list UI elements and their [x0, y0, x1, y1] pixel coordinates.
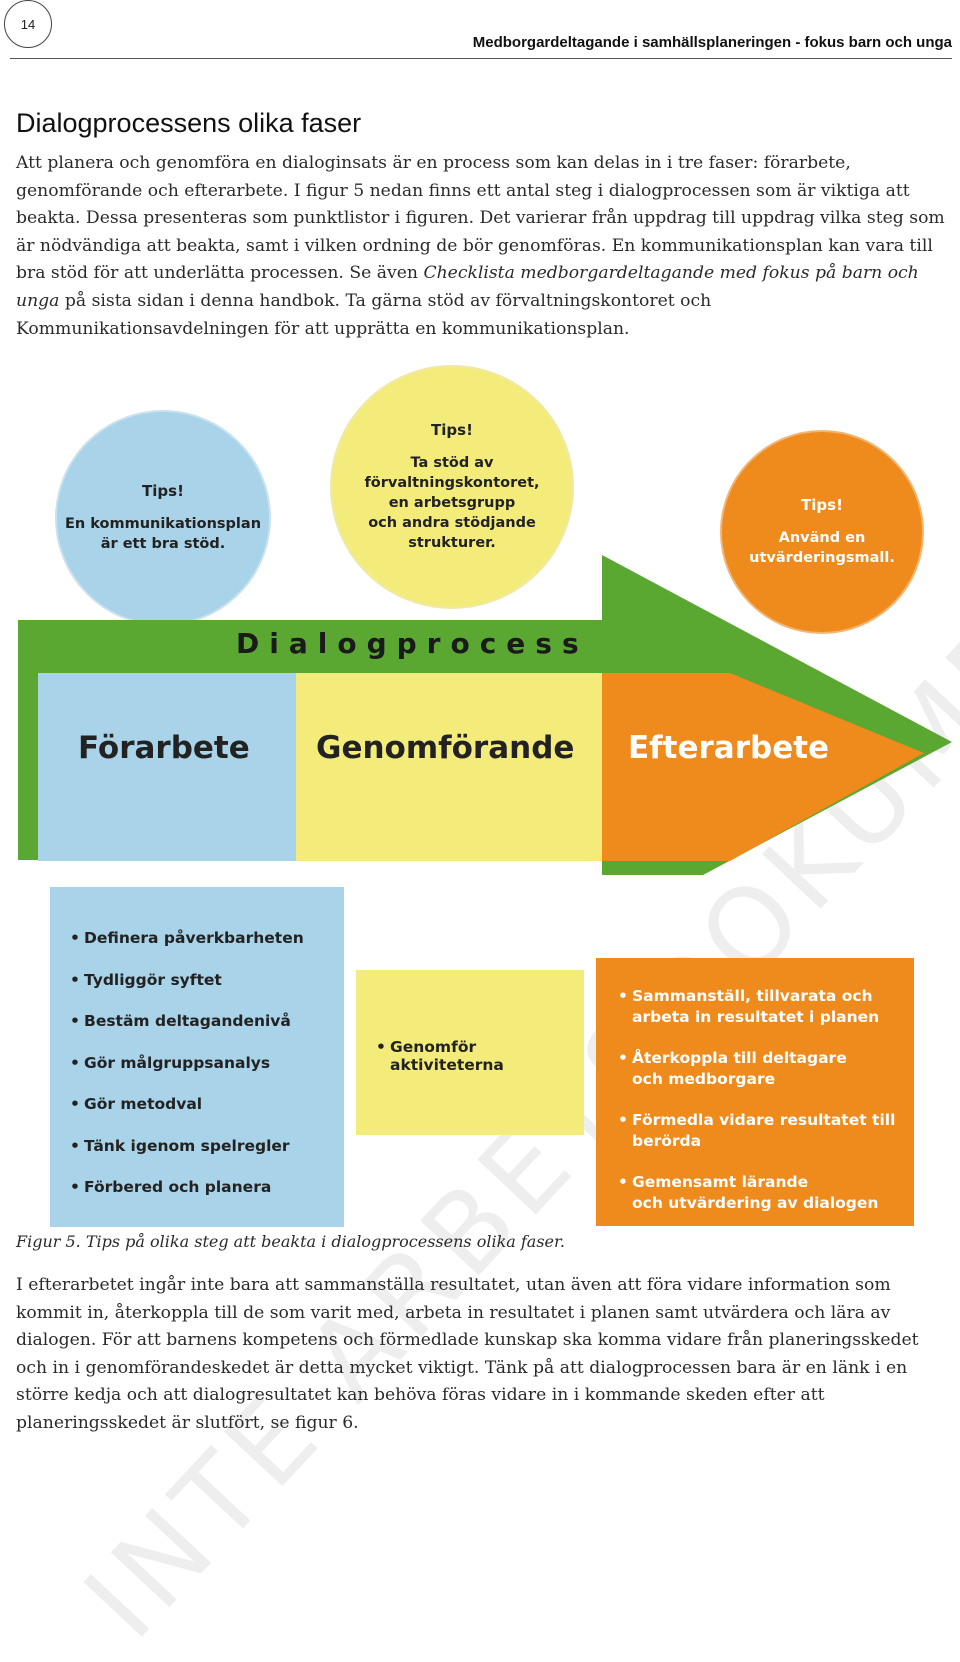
genomforande-steps-box: Genomför aktiviteterna: [356, 970, 584, 1135]
tips-circle-forarbete: Tips! En kommunikationsplan är ett bra s…: [55, 410, 271, 626]
list-item: Definera påverkbarheten: [70, 929, 304, 971]
forarbete-step-list: Definera påverkbarheten Tydliggör syftet…: [70, 929, 304, 1220]
tips-circle-efterarbete: Tips! Använd en utvärderingsmall.: [720, 430, 924, 634]
process-title: Dialogprocess: [236, 627, 589, 660]
intro-text-b: på sista sidan i denna handbok. Ta gärna…: [16, 290, 712, 339]
phase-label-forarbete: Förarbete: [78, 730, 250, 766]
list-item: Gör metodval: [70, 1095, 304, 1137]
efterarbete-steps-box: Sammanställ, tillvarata och arbeta in re…: [596, 958, 914, 1226]
process-arrow: [18, 555, 952, 875]
tips-text: En kommunikationsplan är ett bra stöd.: [64, 516, 262, 552]
list-item: Tydliggör syftet: [70, 971, 304, 1013]
list-item: Gemensamt lärande och utvärdering av dia…: [618, 1172, 895, 1234]
tips-label: Tips!: [801, 496, 843, 514]
list-item: Bestäm deltagandenivå: [70, 1012, 304, 1054]
page-number: 14: [4, 0, 52, 48]
list-item: Återkoppla till deltagare och medborgare: [618, 1048, 895, 1110]
intro-text-a: Att planera och genomföra en dialoginsat…: [16, 153, 945, 284]
efterarbete-step-list: Sammanställ, tillvarata och arbeta in re…: [618, 986, 895, 1234]
list-item: Tänk igenom spelregler: [70, 1137, 304, 1179]
list-item: Förmedla vidare resultatet till berörda: [618, 1110, 895, 1172]
header-rule: [10, 58, 952, 59]
dialogprocess-figure: INTE ARBETSDOKUMENT Tips! En kommunikati…: [0, 355, 960, 1662]
list-item: Gör målgruppsanalys: [70, 1054, 304, 1096]
tips-text: Använd en utvärderingsmall.: [749, 530, 895, 566]
phase-label-genomforande: Genomförande: [316, 730, 575, 766]
list-item: Sammanställ, tillvarata och arbeta in re…: [618, 986, 895, 1048]
tips-text: Ta stöd av förvaltningskontoret, en arbe…: [364, 455, 540, 551]
intro-paragraph: Att planera och genomföra en dialoginsat…: [16, 150, 950, 343]
figure-caption: Figur 5. Tips på olika steg att beakta i…: [16, 1232, 565, 1251]
forarbete-steps-box: Definera påverkbarheten Tydliggör syftet…: [50, 887, 344, 1227]
genomforande-step-list: Genomför aktiviteterna: [376, 1038, 584, 1074]
checklist-reference: Checklista medborgardeltagande med fokus…: [16, 263, 919, 311]
tips-label: Tips!: [431, 421, 473, 439]
phase-band-genomforande: [296, 673, 602, 861]
closing-paragraph: I efterarbetet ingår inte bara att samma…: [16, 1275, 919, 1433]
tips-circle-genomforande: Tips! Ta stöd av förvaltningskontoret, e…: [330, 365, 574, 609]
phase-label-efterarbete: Efterarbete: [628, 730, 830, 766]
list-item: Förbered och planera: [70, 1178, 304, 1220]
running-header-title: Medborgardeltagande i samhällsplaneringe…: [472, 34, 952, 51]
tips-label: Tips!: [142, 482, 184, 500]
section-title: Dialogprocessens olika faser: [16, 108, 362, 138]
list-item: Genomför aktiviteterna: [376, 1038, 584, 1074]
phase-band-forarbete: [38, 673, 296, 861]
phase-band-efterarbete: [602, 673, 924, 861]
